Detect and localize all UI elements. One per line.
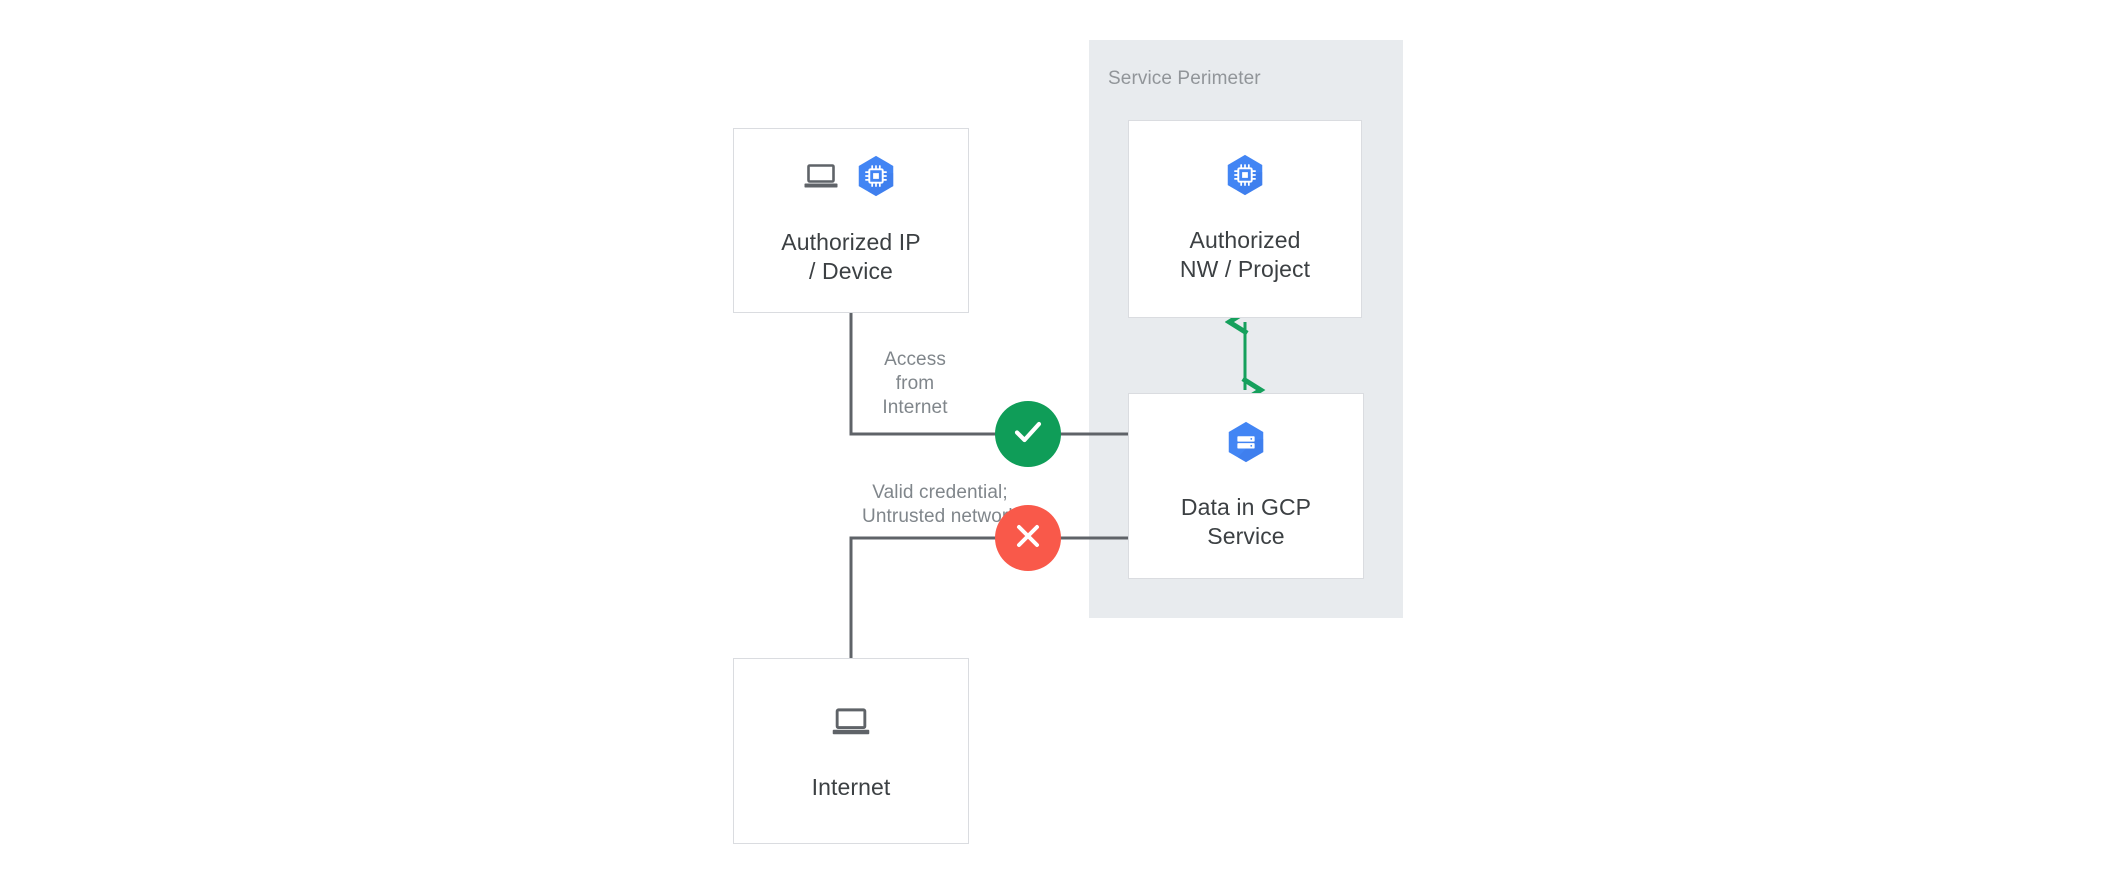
node-icon-group [1223,421,1269,467]
node-icon-group [803,153,899,204]
service-perimeter-label: Service Perimeter [1108,68,1261,89]
node-data-in-gcp-service[interactable]: Data in GCP Service [1128,393,1364,579]
gcp-storage-hexagon-icon [1223,419,1269,470]
close-icon [1012,520,1044,557]
status-badge-denied[interactable] [995,505,1061,571]
gcp-compute-hexagon-icon [853,153,899,204]
node-icon-group [831,701,871,747]
status-badge-allowed[interactable] [995,401,1061,467]
node-icon-group [1222,154,1268,200]
check-icon [1010,414,1046,455]
node-label: Authorized IP / Device [781,228,921,284]
edge-label-access-from-internet: Access from Internet [882,349,948,418]
node-label: Internet [811,773,891,800]
node-internet[interactable]: Internet [733,658,969,844]
node-authorized-nw-project[interactable]: Authorized NW / Project [1128,120,1362,318]
wire-internet-to-data [849,536,1128,658]
node-label: Data in GCP Service [1180,494,1312,549]
laptop-icon [803,162,839,195]
gcp-compute-hexagon-icon [1222,152,1268,203]
node-label: Authorized NW / Project [1179,227,1311,282]
node-authorized-ip-device[interactable]: Authorized IP / Device [733,128,969,313]
laptop-icon [831,706,871,742]
